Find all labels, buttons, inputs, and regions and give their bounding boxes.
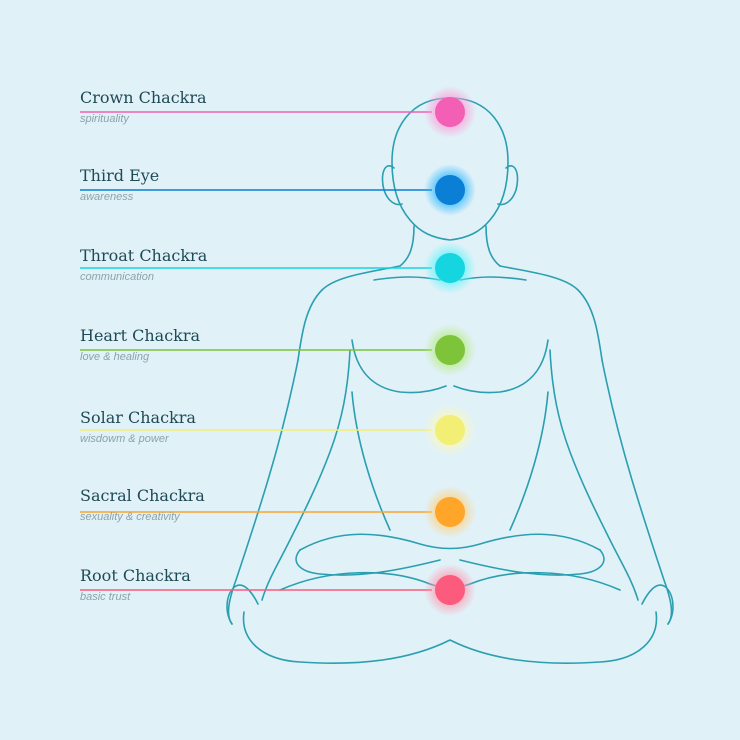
chakra-desc: wisdowm & power <box>80 433 169 445</box>
right-arm-outer <box>601 359 673 625</box>
third-eye-point <box>435 175 465 205</box>
chakra-desc: sexuality & creativity <box>80 511 180 523</box>
shoulders-right <box>499 265 603 361</box>
left-arm-outer <box>227 359 299 625</box>
chakra-name: Throat Chackra <box>80 246 208 265</box>
chakra-points <box>424 86 476 616</box>
heart-point <box>435 335 465 365</box>
connector-lines <box>80 111 432 591</box>
waist-left <box>351 391 391 531</box>
chakra-label-sacral: Sacral Chackra sexuality & creativity <box>80 486 380 524</box>
right-ear <box>497 165 519 206</box>
chakra-label-root: Root Chackra basic trust <box>80 566 380 604</box>
left-hand <box>226 584 259 625</box>
chest-left <box>351 339 447 394</box>
chakra-name: Third Eye <box>80 166 160 185</box>
right-arm-inner <box>549 349 639 601</box>
waist-right <box>509 391 549 531</box>
neck-right <box>485 225 501 267</box>
root-point <box>435 575 465 605</box>
chakra-name: Solar Chackra <box>80 408 196 427</box>
solar-point <box>435 415 465 445</box>
sacral-point <box>435 497 465 527</box>
chakra-name: Sacral Chackra <box>80 486 205 505</box>
neck-left <box>399 225 415 267</box>
legs-upper <box>299 533 601 551</box>
chakra-label-solar: Solar Chackra wisdowm & power <box>80 408 380 446</box>
chakra-name: Crown Chackra <box>80 88 207 107</box>
chest-right <box>453 339 549 394</box>
chakra-desc: love & healing <box>80 351 150 363</box>
left-arm-inner <box>261 349 351 601</box>
legs-outer <box>242 611 658 664</box>
shoulders <box>297 265 401 361</box>
crown-point <box>435 97 465 127</box>
right-hand <box>641 584 674 625</box>
chakra-name: Heart Chackra <box>80 326 201 345</box>
chakra-desc: communication <box>80 271 154 283</box>
chakra-name: Root Chackra <box>80 566 191 585</box>
head-outline <box>391 97 509 241</box>
chakra-label-crown: Crown Chackra spirituality <box>80 88 380 126</box>
chakra-desc: awareness <box>80 191 134 203</box>
throat-point <box>435 253 465 283</box>
chakra-desc: basic trust <box>80 591 131 603</box>
chakra-label-third-eye: Third Eye awareness <box>80 166 380 204</box>
chakra-label-heart: Heart Chackra love & healing <box>80 326 380 364</box>
chakra-label-throat: Throat Chackra communication <box>80 246 380 284</box>
legs-fold-right <box>459 549 605 576</box>
chakra-desc: spirituality <box>80 113 129 125</box>
